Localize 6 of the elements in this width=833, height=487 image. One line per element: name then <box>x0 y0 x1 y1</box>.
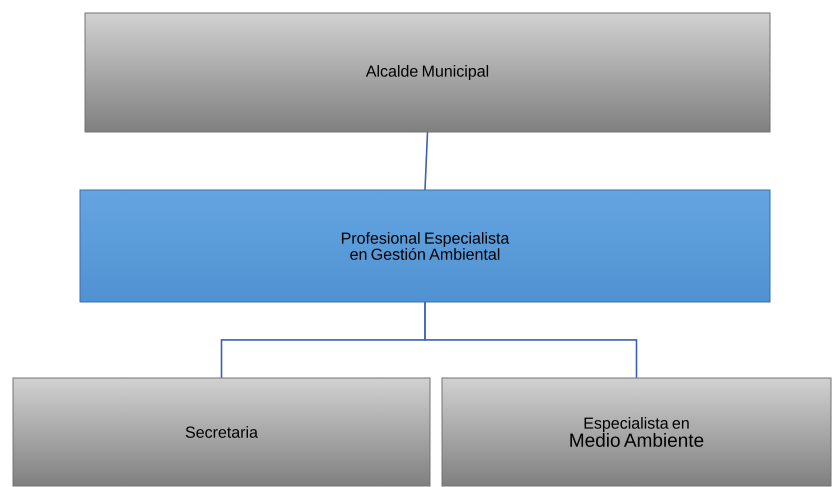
connector-line <box>424 302 638 378</box>
position-box: Secretaria <box>12 377 430 486</box>
connector-line <box>424 132 428 190</box>
position-box: Profesional Especialista en Gestión Ambiental <box>80 190 770 302</box>
position-box: Especialista en Medio Ambiente <box>442 377 832 486</box>
position-box: Alcalde Municipal <box>84 12 770 132</box>
